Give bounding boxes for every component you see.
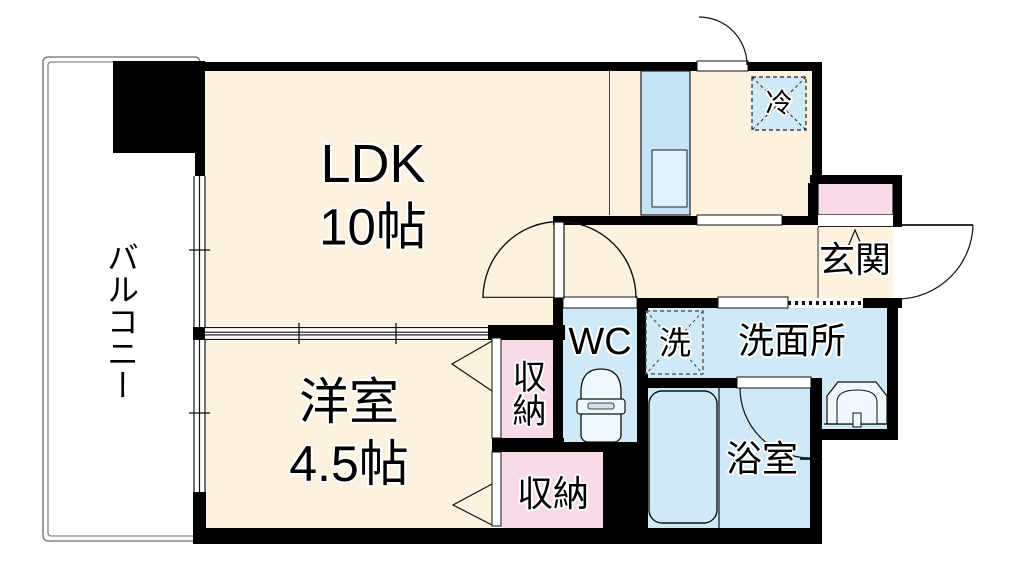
windows: [189, 176, 210, 492]
storage-side-door-strip: [491, 337, 502, 439]
hall-door-leaf: [553, 221, 565, 299]
bathroom-floor: [648, 388, 810, 529]
wall-bottom: [193, 528, 822, 544]
bathroom-label: 浴室: [725, 438, 799, 479]
floors-cream: [205, 71, 893, 528]
western-room-size-label: 4.5帖: [289, 436, 409, 492]
partition-ticks: [298, 323, 397, 344]
wall-right-upper: [812, 62, 822, 183]
ldk-label: LDK: [320, 134, 426, 194]
wall-wc-left: [553, 298, 563, 442]
wall-window-cap-top: [195, 153, 205, 176]
ldk-window-lines: [189, 176, 210, 327]
wall-partition-left-cap: [193, 327, 205, 340]
entrance-details: [788, 227, 864, 305]
bathtub: [648, 390, 718, 524]
bathroom-fixtures: [648, 388, 720, 528]
western-room-label: 洋室: [299, 374, 399, 430]
basin-bowl: [836, 389, 878, 425]
wall-entrance-left: [808, 183, 818, 224]
refrigerator-label: 冷: [765, 88, 793, 119]
laundry-cross: [645, 310, 704, 375]
kitchen-door-leaf: [696, 60, 749, 72]
doors: [482, 16, 974, 460]
wall-storage-divider: [492, 438, 564, 452]
laundry-label: 洗: [658, 325, 692, 361]
wall-ldk-bottom-right: [782, 216, 818, 225]
storage-side-floor: [501, 338, 553, 438]
kitchen-fixtures: [609, 70, 807, 216]
storage-doors: [450, 337, 502, 527]
front-door-arc: [897, 224, 974, 300]
wall-hall-bottom-b: [863, 298, 902, 308]
wall-wc-right: [637, 298, 648, 535]
entrance-shoe-cabinet: [817, 182, 894, 216]
ldk-floor: [205, 71, 553, 327]
washroom-opening: [717, 296, 789, 309]
toilet-slot: [587, 402, 615, 410]
storage-bottom-chevron: [451, 483, 493, 526]
basin-tap: [852, 412, 862, 428]
wall-washroom-bath: [637, 378, 738, 388]
wall-hall-bottom-a: [648, 298, 718, 308]
storage-side-chevron: [450, 340, 493, 392]
laundry-box: [645, 310, 704, 375]
wall-outer-right-lower: [887, 300, 898, 440]
toilet-fixture: [576, 368, 626, 443]
wall-wc-bottom: [563, 442, 648, 452]
partition-track-lines: [205, 327, 488, 340]
western-room-window-lines: [189, 340, 210, 492]
wall-block-bath-left: [603, 452, 648, 537]
wall-entrance-right: [893, 175, 902, 227]
bath-door-arc: [739, 387, 811, 459]
wall-bath-right: [810, 378, 822, 535]
kitchen-sink: [651, 149, 688, 208]
western-room-floor: [205, 340, 492, 528]
entrance-caret-mark: [846, 228, 864, 250]
wall-storage-top: [488, 325, 565, 340]
ldk-size-label: 10帖: [319, 198, 427, 256]
bath-door-opening: [736, 376, 812, 389]
wall-top: [203, 62, 822, 71]
wc-opening: [562, 296, 638, 309]
wc-label: WC: [568, 321, 632, 363]
wall-left-bottom-corner: [193, 492, 206, 530]
storage-bottom-door-strip: [491, 451, 502, 527]
walls: [113, 61, 902, 544]
storage-bottom-floor: [501, 452, 603, 528]
refrigerator-cross: [751, 76, 807, 131]
storage-bottom-label: 収納: [516, 473, 590, 514]
kitchen-door-arc: [698, 16, 748, 66]
sliding-partition: [205, 323, 488, 344]
wall-ldk-bottom-left: [553, 216, 697, 225]
entrance-label: 玄関: [818, 239, 892, 280]
basin-fixture: [824, 381, 890, 428]
washroom-label: 洗面所: [737, 320, 847, 361]
wall-sink-bottom: [810, 429, 898, 440]
ldk-hall-opening: [696, 214, 783, 226]
entrance-cabinet-band: [818, 215, 893, 227]
wall-entrance-top: [810, 175, 900, 184]
refrigerator-box: [751, 76, 807, 131]
wall-block-top-left: [113, 61, 205, 153]
partition-track: [205, 327, 488, 340]
hallway-floor: [563, 223, 893, 298]
storage-side-label: 収納: [507, 359, 545, 427]
balcony-label: バルコニー: [103, 241, 139, 401]
